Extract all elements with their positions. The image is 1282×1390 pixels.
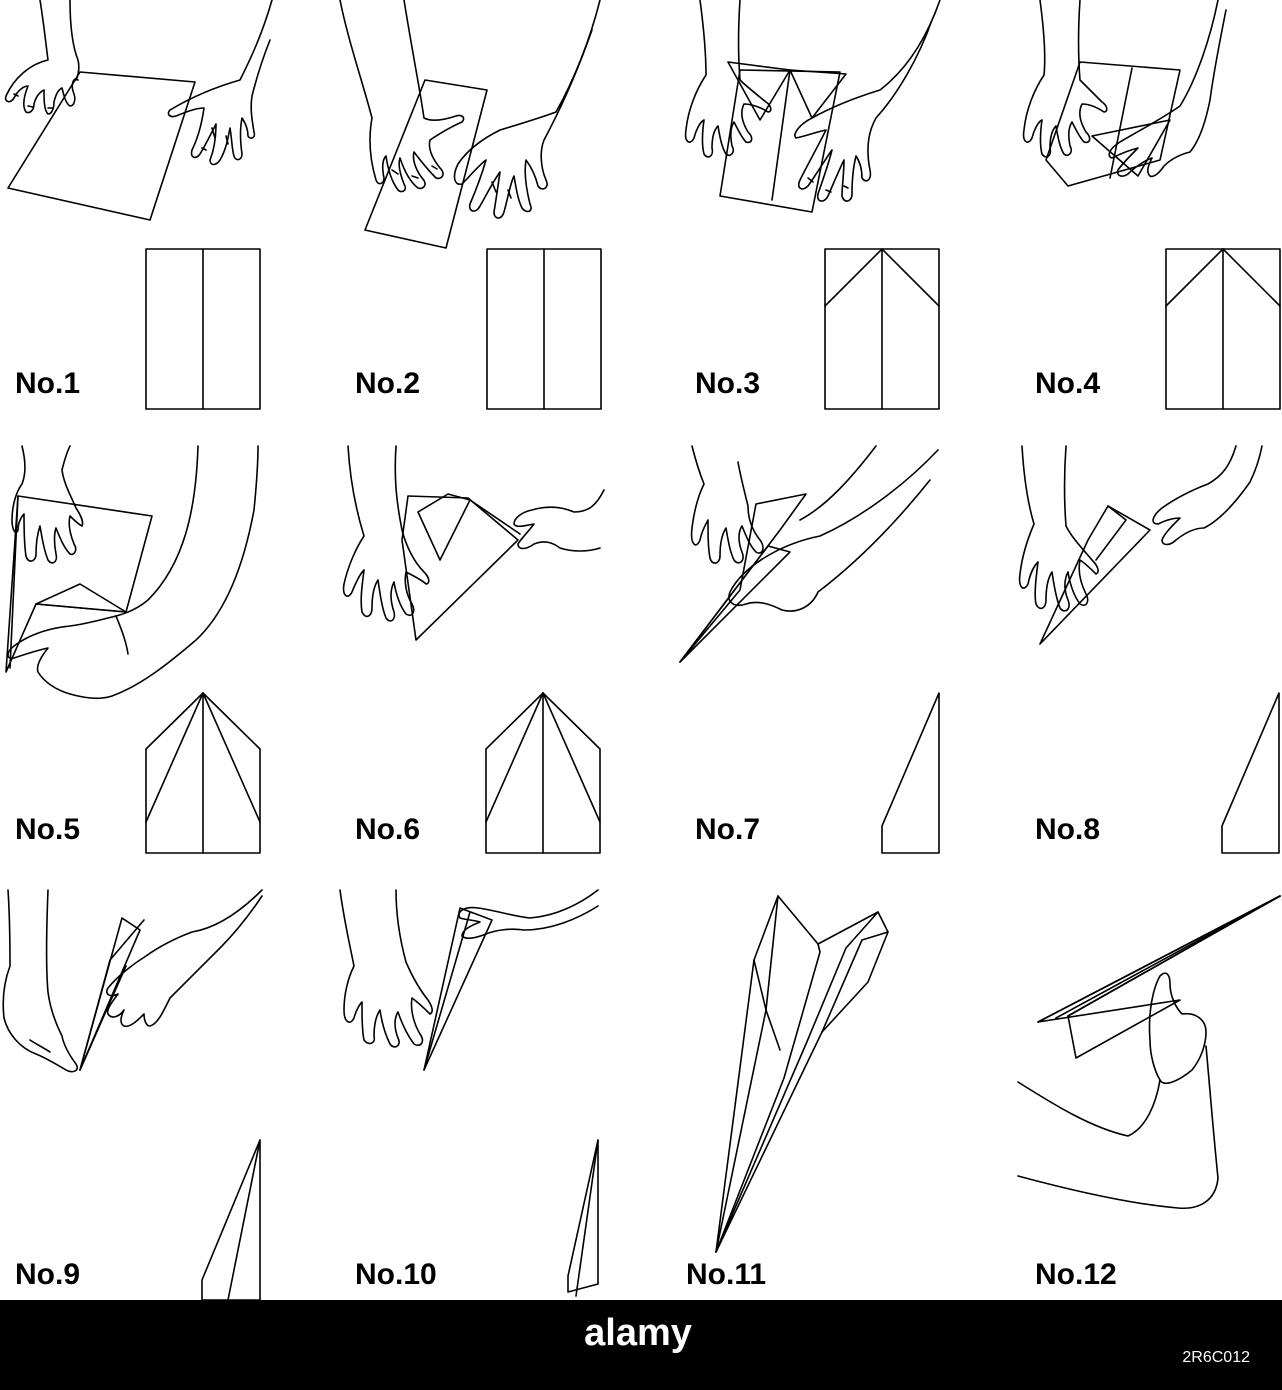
- step-3-right-hand: [795, 0, 940, 201]
- step-5-crease-diagram: [146, 693, 260, 853]
- step-4-diagram-right-corner-fold: [1223, 249, 1280, 306]
- step-8-diagram-outline: [1222, 693, 1279, 853]
- step-label-6: No.6: [355, 815, 420, 845]
- step-label-9: No.9: [15, 1260, 80, 1290]
- step-4-right-hand: [1109, 0, 1226, 176]
- step-3-fold-flap-right: [790, 70, 846, 118]
- step-8-illustration: [1020, 446, 1279, 853]
- step-2-left-hand: [340, 0, 464, 192]
- step-6-fold-line-2: [470, 500, 520, 534]
- step-3-diagram-right-corner-fold: [882, 249, 939, 306]
- step-3-center-crease: [772, 70, 790, 200]
- step-1-left-hand: [6, 0, 79, 114]
- step-6-fold-line: [418, 494, 470, 560]
- step-2-crease-diagram: [487, 249, 601, 409]
- step-6-crease-diagram: [486, 693, 600, 853]
- step-label-3: No.3: [695, 369, 760, 399]
- step-9-diagram-outline: [202, 1140, 260, 1300]
- step-9-crease-diagram: [202, 1140, 260, 1300]
- step-4-illustration: [1024, 0, 1226, 186]
- step-4-left-hand: [1024, 0, 1107, 157]
- step-3-diagram-left-corner-fold: [825, 249, 882, 306]
- step-9-wing-2: [80, 966, 126, 1070]
- step-2-right-hand: [455, 0, 600, 218]
- step-5-diagram-right-fold: [203, 693, 260, 822]
- step-11-illustration: [716, 896, 888, 1252]
- step-9-right-hand: [107, 890, 262, 1026]
- step-label-5: No.5: [15, 815, 80, 845]
- step-label-10: No.10: [355, 1260, 437, 1290]
- step-10-right-hand: [459, 890, 598, 938]
- step-7-diagram-outline: [882, 693, 939, 853]
- step-10-wing: [424, 912, 470, 1070]
- step-6-right-hand: [514, 490, 604, 551]
- step-8-right-hand: [1153, 446, 1262, 545]
- step-7-left-hand: [692, 446, 763, 563]
- step-3-crease-diagram: [825, 249, 939, 409]
- step-4-paper: [1046, 62, 1180, 186]
- step-6-illustration: [344, 446, 604, 853]
- step-11-paper-airplane: [716, 896, 888, 1252]
- step-3-left-hand: [686, 0, 771, 157]
- step-1-illustration: [6, 0, 272, 220]
- watermark-image-id: 2R6C012: [1100, 1346, 1250, 1370]
- step-8-crease-diagram: [1222, 693, 1279, 853]
- step-4-diagram-left-corner-fold: [1166, 249, 1223, 306]
- step-7-crease-diagram: [882, 693, 939, 853]
- step-5-fold-triangle: [36, 584, 126, 612]
- step-5-diagram-left-fold: [146, 693, 203, 822]
- step-1-right-hand: [168, 0, 272, 165]
- step-5-illustration: [6, 446, 260, 853]
- step-4-crease-diagram: [1166, 249, 1280, 409]
- step-10-illustration: [340, 890, 598, 1296]
- step-9-illustration: [3, 890, 262, 1300]
- step-7-right-arm: [729, 446, 938, 611]
- step-3-illustration: [686, 0, 940, 212]
- step-6-diagram-left-fold: [486, 693, 543, 822]
- step-1-crease-diagram: [146, 249, 260, 409]
- step-9-paper: [80, 918, 140, 1070]
- step-1-paper-sheet: [8, 72, 195, 220]
- step-2-illustration: [340, 0, 600, 248]
- step-5-lower-arm: [8, 446, 258, 698]
- step-7-illustration: [680, 446, 939, 853]
- folding-instructions-sheet: No.1 No.2 No.3 No.4 No.5 No.6 No.7 No.8 …: [0, 0, 1282, 1300]
- step-10-diagram-fold: [576, 1140, 598, 1296]
- step-6-diagram-right-fold: [543, 693, 600, 822]
- step-10-diagram-outline: [568, 1140, 598, 1292]
- step-12-illustration: [1018, 896, 1280, 1208]
- watermark-logo: alamy: [508, 1313, 768, 1353]
- step-9-left-hand: [3, 890, 77, 1072]
- step-label-4: No.4: [1035, 369, 1100, 399]
- step-6-left-hand: [344, 446, 429, 621]
- step-label-2: No.2: [355, 369, 420, 399]
- step-12-hand-and-arm: [1018, 973, 1218, 1208]
- step-label-8: No.8: [1035, 815, 1100, 845]
- step-label-11: No.11: [686, 1260, 766, 1290]
- step-9-diagram-fold: [228, 1140, 260, 1300]
- step-label-7: No.7: [695, 815, 760, 845]
- step-8-paper: [1040, 506, 1150, 644]
- step-8-left-hand: [1020, 446, 1098, 611]
- step-label-1: No.1: [15, 369, 80, 399]
- step-10-left-hand: [340, 890, 432, 1047]
- step-10-paper: [424, 908, 492, 1070]
- step-5-crease: [10, 496, 18, 668]
- step-10-crease-diagram: [568, 1140, 598, 1296]
- step-label-12: No.12: [1035, 1260, 1117, 1290]
